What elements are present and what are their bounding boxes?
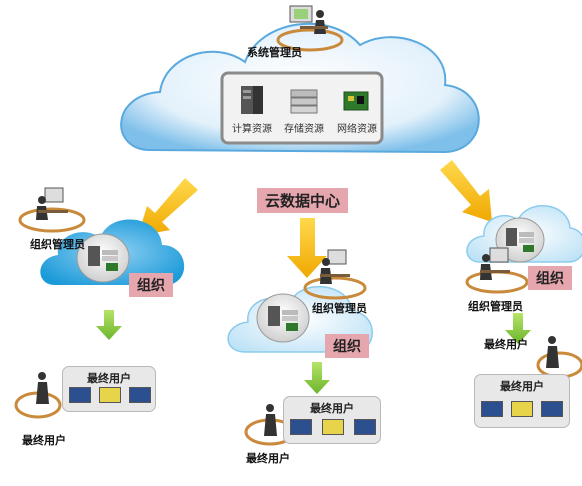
left-org-admin-label: 组织管理员 <box>30 238 85 251</box>
network-resource-label: 网络资源 <box>337 124 377 135</box>
network-card-icon <box>343 91 369 111</box>
windows-monitor-icon <box>481 401 503 417</box>
server-icon <box>241 86 263 114</box>
left-org-admin-figure <box>18 187 86 233</box>
storage-resource-label: 存储资源 <box>284 124 324 135</box>
right-enduser-panel-title: 最终用户 <box>500 380 544 393</box>
green-arrow-left <box>96 310 122 340</box>
right-enduser-panel: 最终用户 <box>474 374 570 428</box>
left-enduser-figure <box>14 372 62 419</box>
left-org-cloud <box>40 219 185 285</box>
linux-monitor-icon <box>511 401 533 417</box>
arrow-to-left-org <box>138 178 198 236</box>
green-arrow-center <box>304 362 330 394</box>
center-org-label: 组织 <box>325 334 369 358</box>
center-enduser-panel-title: 最终用户 <box>310 402 354 415</box>
system-admin-figure <box>276 5 344 52</box>
center-enduser-panel: 最终用户 <box>283 396 381 444</box>
storage-icon <box>290 89 318 114</box>
right-enduser-figure <box>536 336 582 379</box>
center-enduser-label: 最终用户 <box>246 452 290 465</box>
left-org-label: 组织 <box>129 273 173 297</box>
linux-monitor-icon <box>99 387 121 403</box>
right-org-admin-figure <box>465 247 529 294</box>
compute-resource-label: 计算资源 <box>232 124 272 135</box>
center-org-admin-label: 组织管理员 <box>312 302 367 315</box>
arrow-to-right-org <box>440 160 492 222</box>
windows-monitor-icon <box>290 419 312 435</box>
left-enduser-label: 最终用户 <box>22 434 66 447</box>
left-enduser-panel: 最终用户 <box>62 366 156 412</box>
right-enduser-label: 最终用户 <box>484 338 528 351</box>
linux-monitor-icon <box>322 419 344 435</box>
right-org-admin-label: 组织管理员 <box>468 300 523 313</box>
windows-monitor-icon <box>354 419 376 435</box>
right-org-label: 组织 <box>528 266 572 290</box>
windows-monitor-icon <box>541 401 563 417</box>
arrow-to-center-org <box>287 218 327 278</box>
windows-monitor-icon <box>129 387 151 403</box>
left-enduser-panel-title: 最终用户 <box>87 372 131 385</box>
green-arrow-right <box>505 313 531 344</box>
windows-monitor-icon <box>69 387 91 403</box>
system-admin-label: 系统管理员 <box>247 46 302 59</box>
cloud-datacenter-label: 云数据中心 <box>257 188 349 213</box>
center-org-admin-figure <box>303 249 367 300</box>
